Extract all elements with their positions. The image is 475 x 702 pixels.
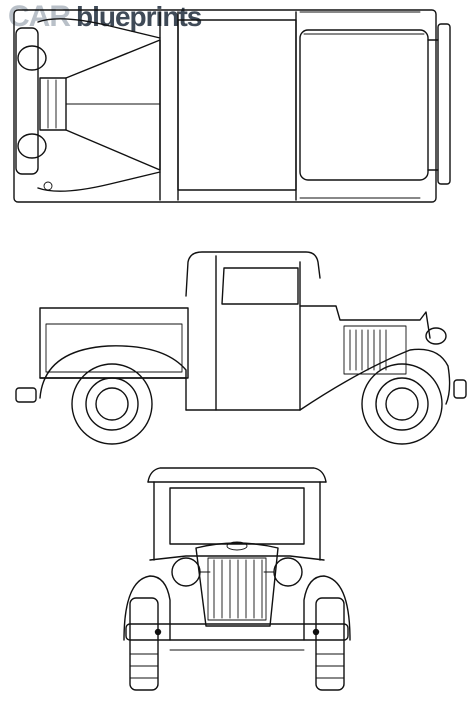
side-view xyxy=(15,251,467,445)
side-view-front-wheel xyxy=(361,363,443,445)
top-view-rear-bumper xyxy=(437,23,451,185)
front-view-windshield xyxy=(169,487,305,545)
side-view-cab-window xyxy=(221,267,299,305)
front-view-bumper xyxy=(125,623,349,641)
front-view-right-headlamp xyxy=(273,557,303,587)
top-view xyxy=(13,9,451,203)
top-view-front-fender-lower xyxy=(37,171,161,192)
logo-suffix-text: blueprints xyxy=(76,1,202,32)
side-view-pickup-bed xyxy=(39,307,189,379)
front-view-radiator xyxy=(195,542,279,627)
car-blueprints-logo: CAR blueprints xyxy=(8,0,202,36)
side-view-front-bumper xyxy=(453,379,467,399)
side-view-hood xyxy=(299,305,431,339)
side-view-rear-bumper xyxy=(15,387,37,403)
top-view-front-fender-upper xyxy=(37,18,161,39)
side-view-cab xyxy=(185,251,321,297)
top-view-cab-roof xyxy=(177,19,297,191)
front-view-grille-bars xyxy=(213,559,263,619)
top-view-hood xyxy=(65,39,161,171)
front-view-left-headlamp xyxy=(171,557,201,587)
side-view-headlamp xyxy=(425,327,447,345)
top-view-body-outline xyxy=(13,9,437,203)
top-view-radiator xyxy=(39,77,67,131)
front-view xyxy=(123,467,351,691)
front-view-right-fender xyxy=(303,575,351,641)
front-view-right-tire xyxy=(315,597,345,691)
side-view-hood-louvers xyxy=(349,329,387,371)
top-view-headlight-upper xyxy=(17,45,47,71)
front-view-left-fender xyxy=(123,575,171,641)
front-view-left-tire xyxy=(129,597,159,691)
top-view-headlight-lower xyxy=(17,133,47,159)
top-view-front-bumper xyxy=(15,27,39,175)
top-view-pickup-bed xyxy=(299,29,429,181)
logo-brand-text: CAR xyxy=(8,0,71,33)
side-view-front-fender xyxy=(299,348,451,411)
side-view-rear-fender xyxy=(39,345,187,411)
side-view-rear-wheel xyxy=(71,363,153,445)
front-view-roof xyxy=(147,467,327,483)
